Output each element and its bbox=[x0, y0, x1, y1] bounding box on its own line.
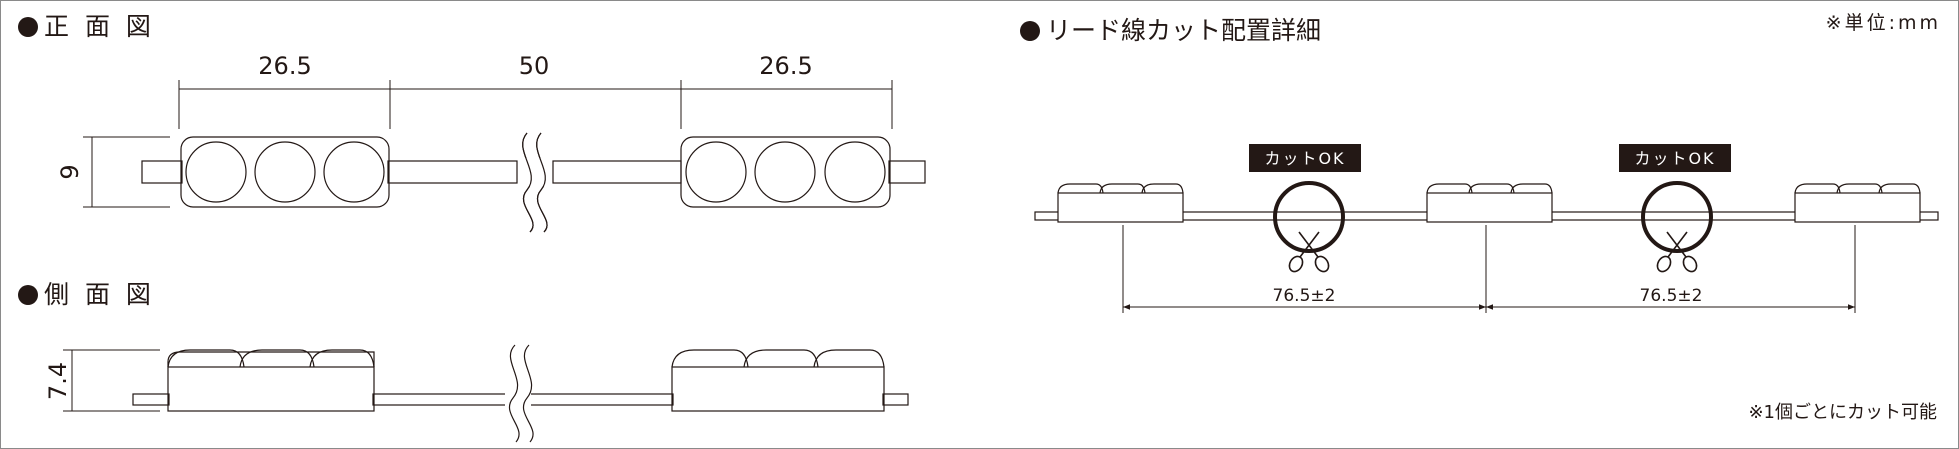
led-module-small bbox=[1057, 183, 1184, 223]
cut-ok-badge bbox=[1619, 144, 1731, 172]
cut-ok-badge bbox=[1249, 144, 1361, 172]
led-lens bbox=[754, 141, 816, 203]
led-module-side bbox=[671, 366, 885, 412]
front-view-heading: 正 面 図 bbox=[18, 12, 155, 42]
side-view bbox=[63, 344, 909, 443]
lead-wire bbox=[552, 160, 682, 184]
scissors-icon bbox=[1656, 231, 1698, 273]
led-module bbox=[680, 136, 891, 208]
dim-side-height: 7.4 bbox=[44, 362, 72, 400]
lead-wire-end bbox=[888, 160, 926, 184]
bullet-dot-icon bbox=[1020, 21, 1040, 41]
lead-cut-title: リード線カット配置詳細 bbox=[1046, 16, 1322, 45]
lead-wire-end bbox=[132, 393, 170, 406]
pitch-dimension: 76.5±2 bbox=[1273, 286, 1336, 306]
bullet-dot-icon bbox=[18, 17, 38, 37]
dim-front-middle: 50 bbox=[519, 52, 550, 80]
lead-wire-end bbox=[141, 160, 183, 184]
dim-front-right: 26.5 bbox=[759, 52, 812, 80]
led-lens bbox=[323, 141, 385, 203]
dim-front-left: 26.5 bbox=[258, 52, 311, 80]
front-view-title: 正 面 図 bbox=[44, 12, 155, 41]
led-module-small bbox=[1794, 183, 1921, 223]
bullet-dot-icon bbox=[18, 285, 38, 305]
side-view-title: 側 面 図 bbox=[44, 280, 155, 309]
cut-point-circle bbox=[1273, 181, 1345, 253]
dim-front-height: 9 bbox=[56, 164, 84, 179]
lead-wire-end bbox=[882, 393, 909, 406]
led-lens bbox=[685, 141, 747, 203]
led-module-side bbox=[167, 366, 375, 412]
cut-point-circle bbox=[1641, 181, 1713, 253]
cut-ok-label: カットOK bbox=[1264, 149, 1345, 168]
scissors-icon bbox=[1288, 231, 1330, 273]
led-lens bbox=[185, 141, 247, 203]
front-view bbox=[83, 80, 926, 233]
led-lens bbox=[824, 141, 886, 203]
lead-wire bbox=[387, 160, 518, 184]
cut-footnote: ※1個ごとにカット可能 bbox=[1748, 402, 1937, 423]
lead-cut-heading: リード線カット配置詳細 bbox=[1020, 16, 1321, 46]
side-view-heading: 側 面 図 bbox=[18, 280, 155, 310]
cut-ok-label: カットOK bbox=[1634, 149, 1715, 168]
led-module bbox=[180, 136, 390, 208]
lead-cut-view bbox=[1034, 181, 1939, 313]
led-module-small bbox=[1426, 183, 1553, 223]
pitch-dimension: 76.5±2 bbox=[1640, 286, 1703, 306]
led-lens bbox=[254, 141, 316, 203]
unit-note: ※単位:mm bbox=[1825, 12, 1941, 34]
